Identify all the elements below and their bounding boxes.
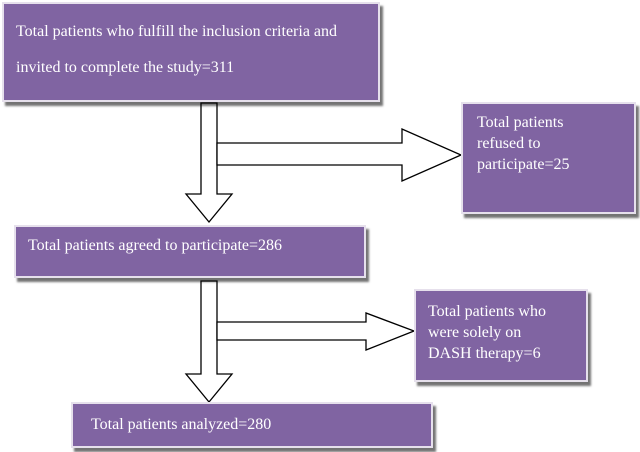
- box-dash-therapy: Total patients who were solely on DASH t…: [414, 289, 588, 382]
- box-agreed-line-1: Total patients agreed to participate=286: [28, 237, 283, 254]
- box-dash-line-1: Total patients who: [428, 303, 546, 320]
- box-refused-line-2: refused to: [477, 135, 541, 152]
- arrow-down-to-analyzed: [184, 280, 234, 404]
- box-refused: Total patients refused to participate=25: [461, 102, 636, 214]
- box-dash-line-2: were solely on: [428, 324, 522, 341]
- box-analyzed-line-1: Total patients analyzed=280: [91, 416, 272, 433]
- box-analyzed: Total patients analyzed=280: [71, 402, 433, 448]
- box-agreed: Total patients agreed to participate=286: [14, 225, 366, 278]
- arrow-right-to-dash: [216, 312, 416, 351]
- box-invited: Total patients who fulfill the inclusion…: [2, 2, 380, 102]
- arrow-down-to-agreed: [184, 102, 234, 224]
- arrow-right-to-refused: [216, 128, 463, 182]
- box-refused-line-1: Total patients: [477, 114, 564, 131]
- box-invited-line-1: Total patients who fulfill the inclusion…: [16, 23, 338, 40]
- box-refused-line-3: participate=25: [477, 156, 570, 173]
- box-invited-line-2: invited to complete the study=311: [16, 59, 235, 76]
- box-dash-line-3: DASH therapy=6: [428, 345, 541, 362]
